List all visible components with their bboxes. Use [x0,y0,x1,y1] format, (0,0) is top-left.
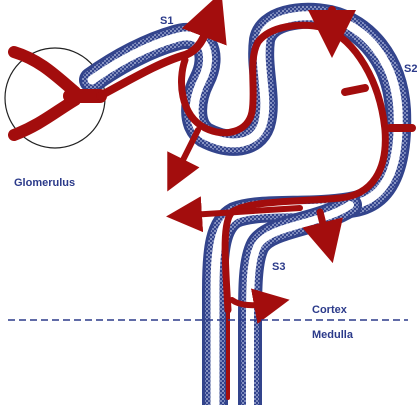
label-glomerulus: Glomerulus [14,177,75,189]
label-cortex: Cortex [312,304,348,316]
label-medulla: Medulla [312,329,354,341]
flow-arrow-s2-a [345,88,365,92]
label-s3: S3 [272,261,285,273]
label-s1: S1 [160,15,173,27]
label-s2: S2 [404,63,417,75]
